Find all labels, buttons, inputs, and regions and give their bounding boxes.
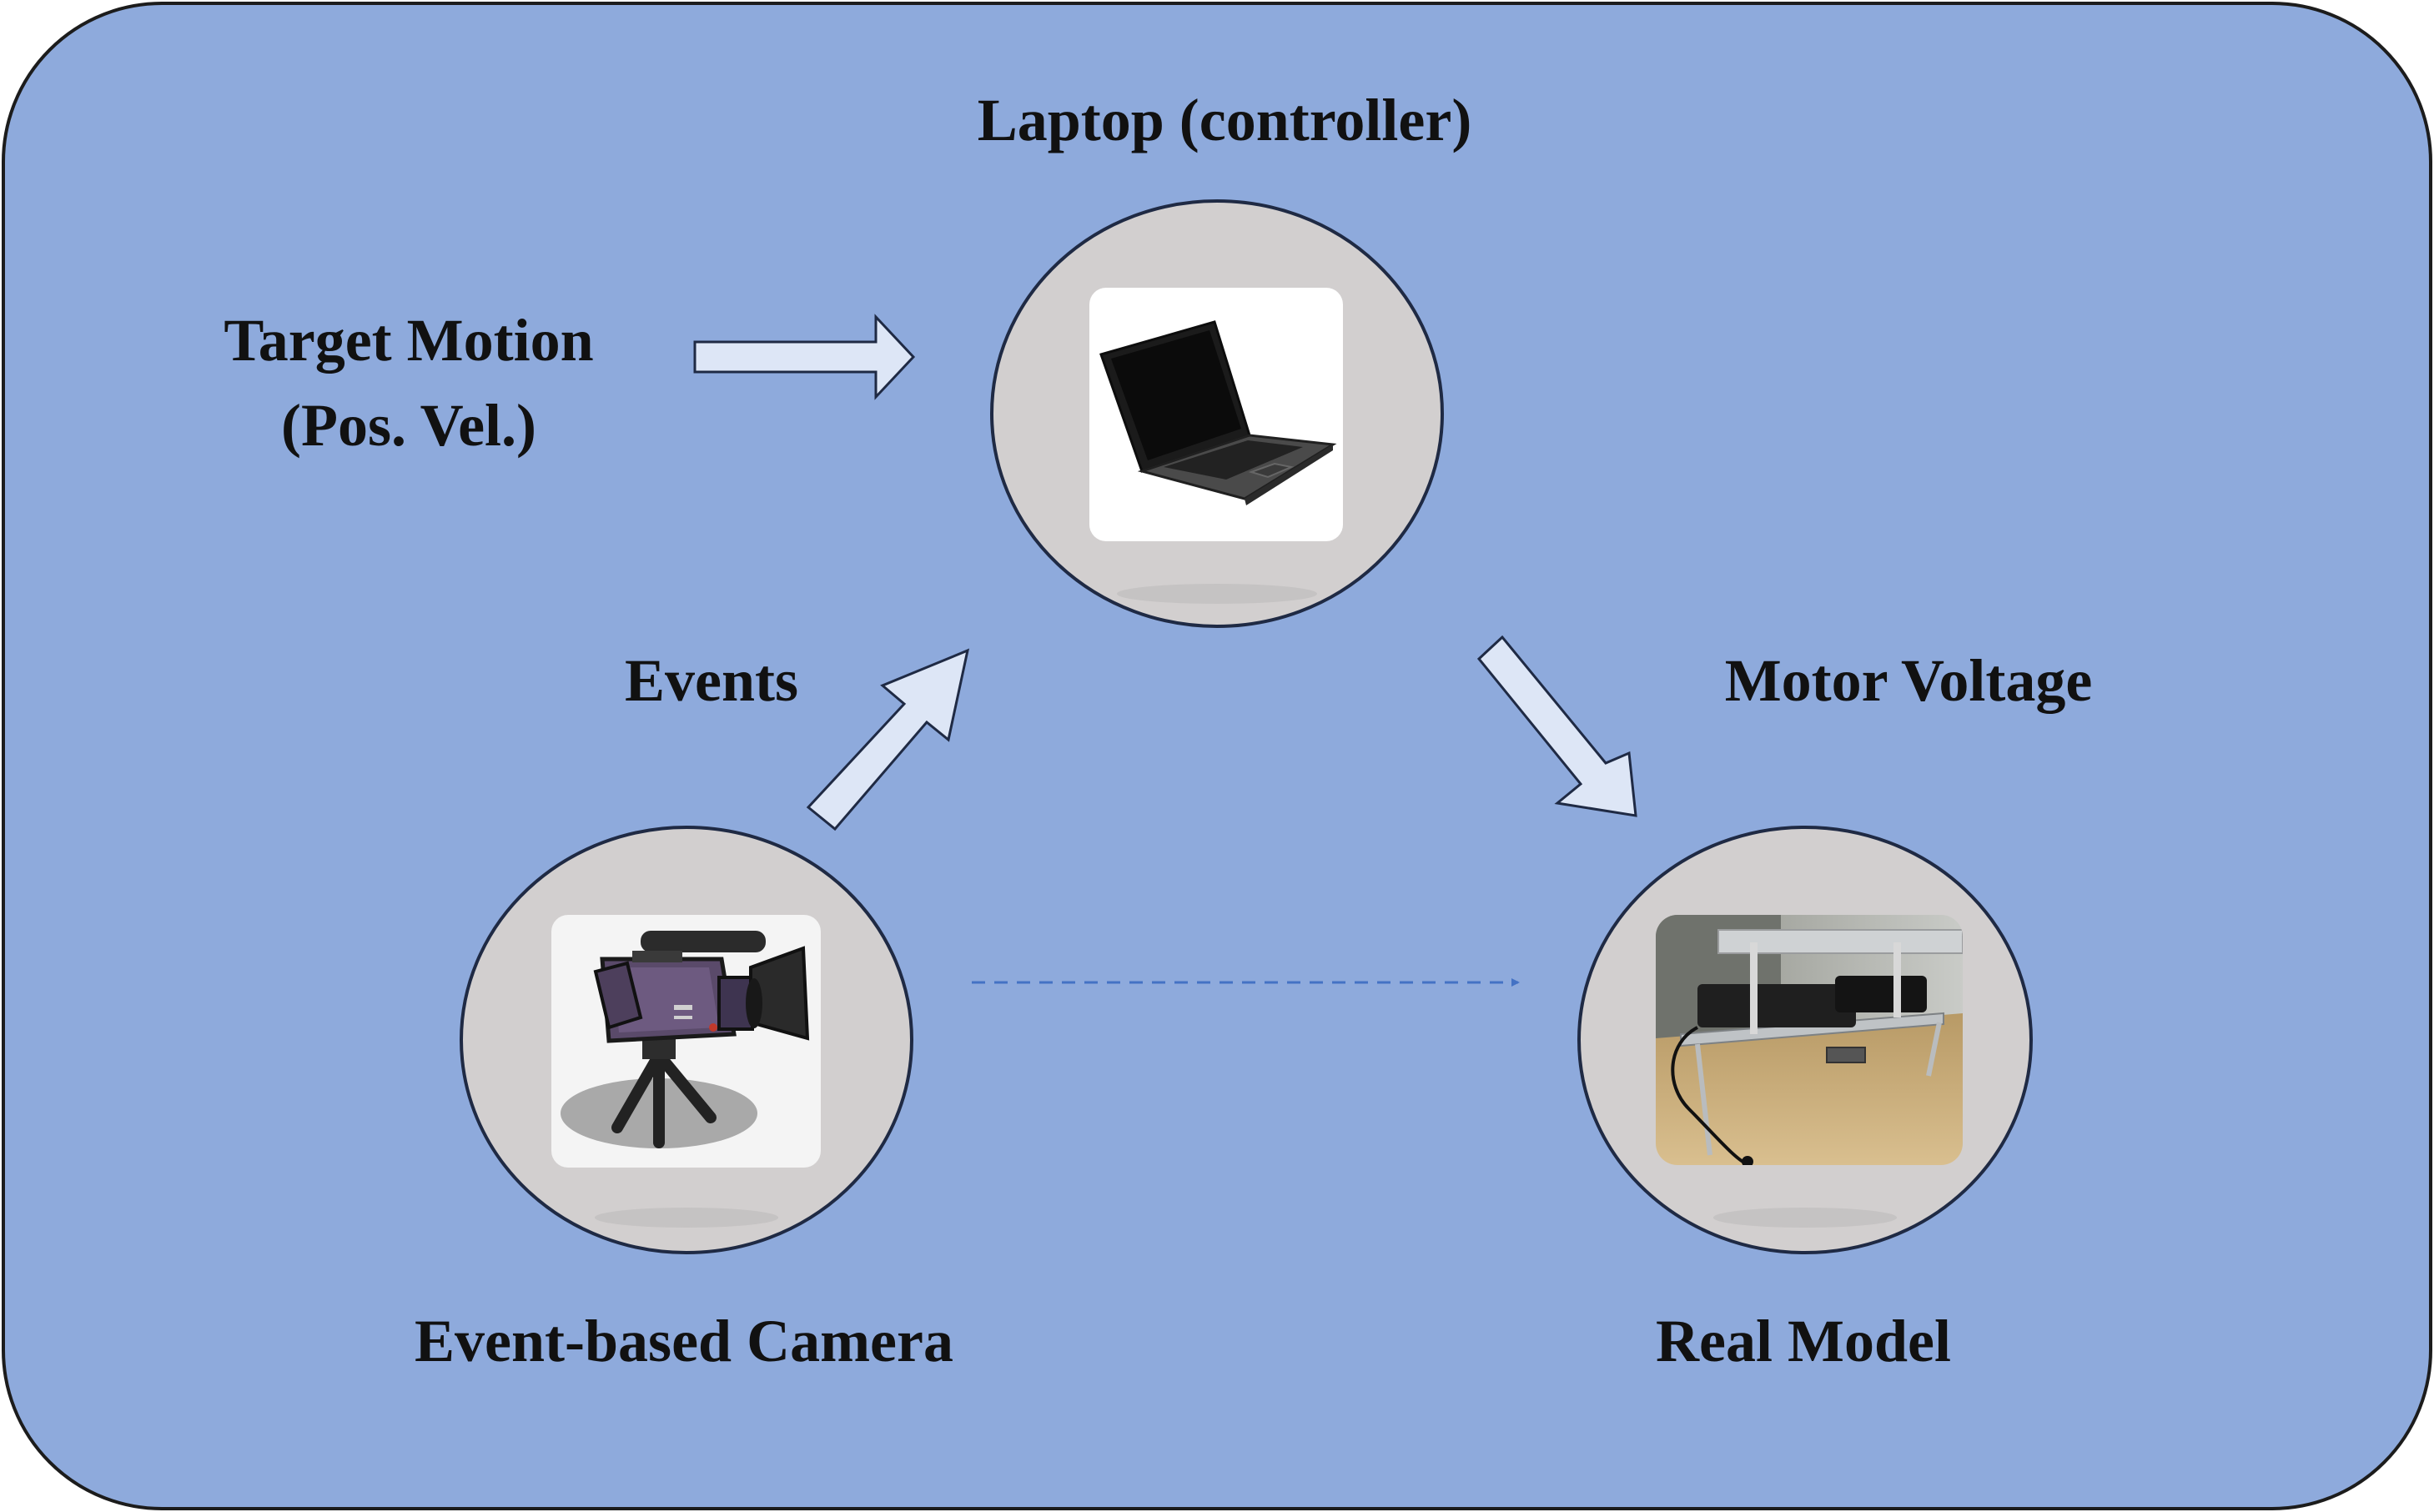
model-node: [1577, 826, 2033, 1254]
target-motion-arrow: [693, 314, 916, 400]
laptop-icon: [1099, 320, 1337, 505]
video-camera-icon: [561, 931, 810, 1148]
laptop-label: Laptop (controller): [977, 87, 1472, 153]
camera-node: [460, 826, 913, 1254]
events-label: Events: [624, 647, 799, 714]
motor-voltage-label: Motor Voltage: [1724, 647, 2093, 714]
laptop-node: [990, 199, 1444, 628]
motor-voltage-arrow: [1476, 635, 1637, 817]
model-label: Real Model: [1656, 1308, 1951, 1374]
events-arrow: [806, 648, 970, 831]
target-motion-sublabel: (Pos. Vel.): [281, 392, 536, 459]
motor-rig-photo: [1656, 915, 1963, 1165]
camera-label: Event-based Camera: [415, 1308, 953, 1374]
target-motion-label: Target Motion: [224, 307, 594, 374]
